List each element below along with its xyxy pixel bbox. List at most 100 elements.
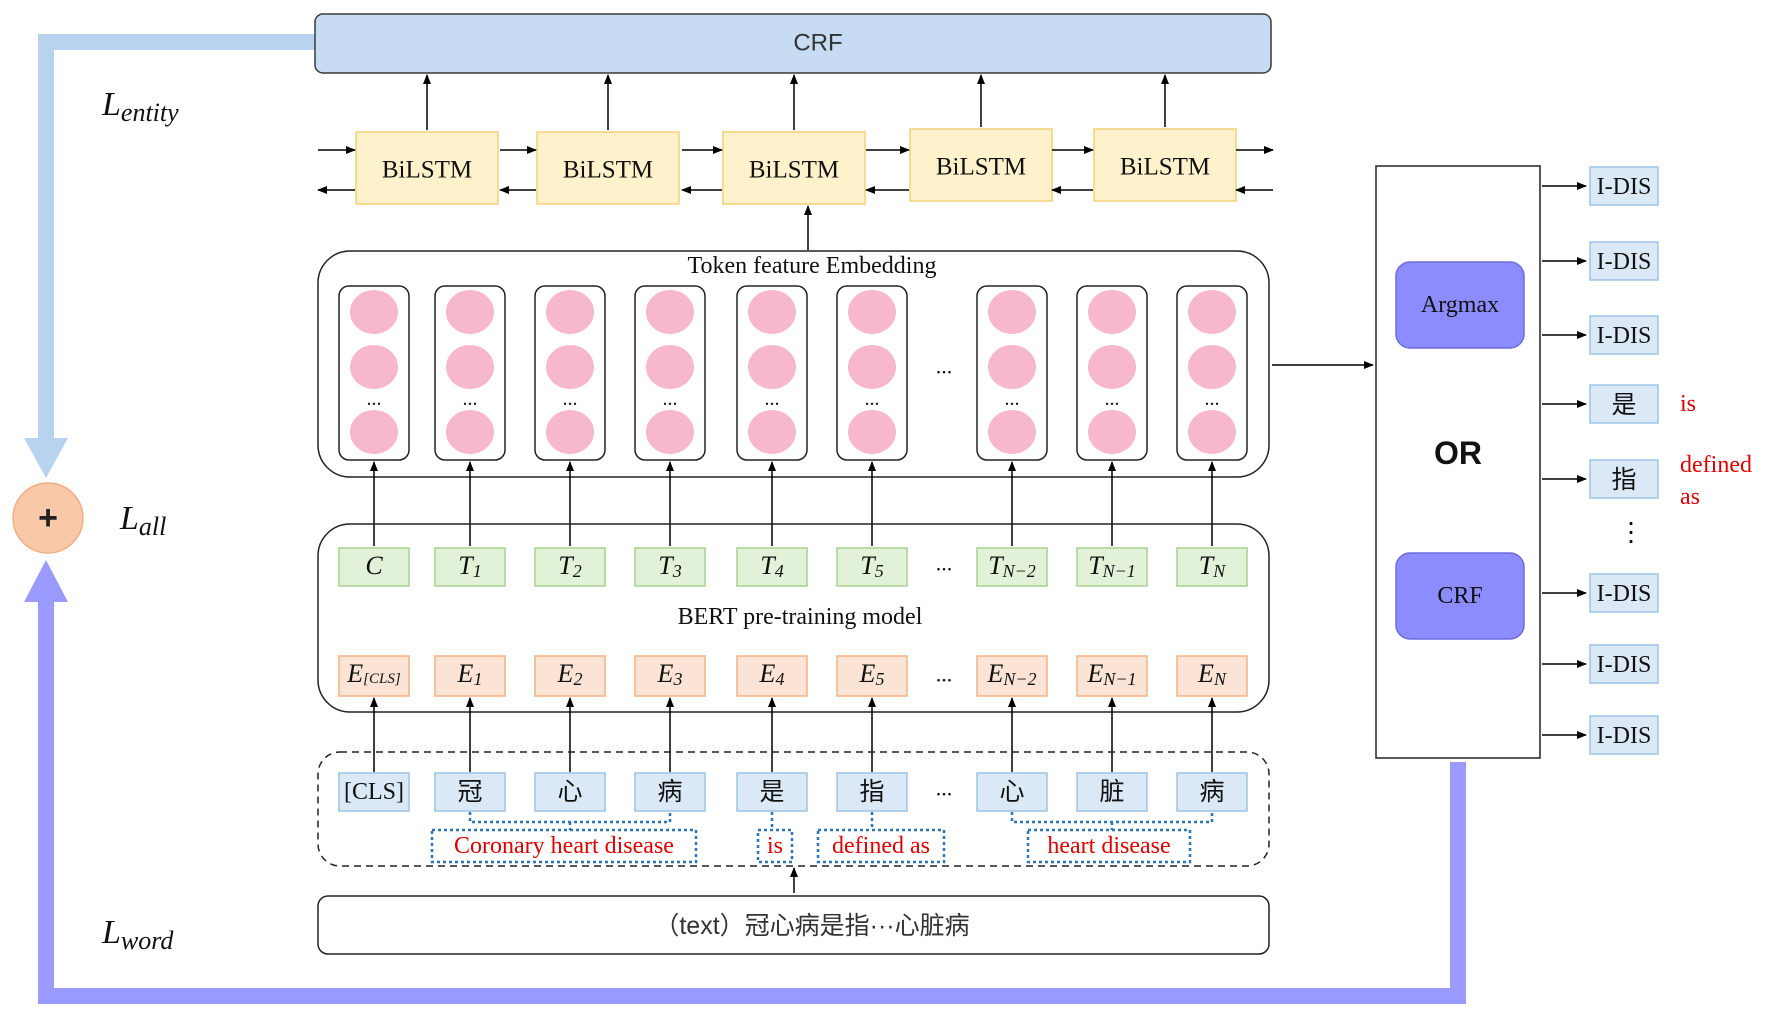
bert-output-tokens: C T1 T2 T3 T4 T5 TN−2 TN−1 TN	[338, 547, 1248, 587]
input-char-box	[434, 772, 506, 812]
t-token-label: C	[365, 551, 383, 580]
char-gap-dots: ...	[936, 776, 953, 801]
input-char-box	[1076, 772, 1148, 812]
decision-crf-label: CRF	[1437, 583, 1482, 609]
output-label: I-DIS	[1597, 249, 1652, 275]
embedding-node	[646, 345, 694, 389]
embedding-node	[988, 290, 1036, 334]
bilstm-cell	[909, 128, 1053, 202]
bilstm-label: BiLSTM	[563, 157, 653, 184]
input-char-label: 冠	[457, 778, 482, 806]
output-label-box	[1589, 644, 1659, 684]
t-token-label: TN	[1199, 551, 1226, 582]
t-token-box	[976, 547, 1048, 587]
input-char-label: 指	[859, 778, 884, 806]
embedding-node	[350, 290, 398, 334]
bert-block	[317, 523, 1270, 713]
e-token-box	[1176, 655, 1248, 697]
embedding-node	[748, 345, 796, 389]
embedding-block	[317, 250, 1270, 478]
input-char-label: 病	[657, 778, 682, 806]
t-token-label: T3	[658, 551, 681, 582]
embedding-column-dots: ...	[865, 388, 880, 410]
t-token-label: T4	[760, 551, 783, 582]
input-char-label: 脏	[1099, 778, 1124, 806]
t-token-label: TN−2	[988, 551, 1036, 582]
t-token-label: T2	[558, 551, 581, 582]
input-char-label: 病	[1199, 778, 1224, 806]
e-token-box	[338, 655, 410, 697]
e-token-box	[736, 655, 808, 697]
embedding-node	[546, 290, 594, 334]
t-token-box	[338, 547, 410, 587]
embedding-node	[1188, 345, 1236, 389]
bilstm-cell	[355, 131, 499, 205]
embedding-column-dots: ...	[1005, 388, 1020, 410]
output-label: 指	[1611, 466, 1636, 494]
t-token-box	[634, 547, 706, 587]
input-char-box	[338, 772, 410, 812]
e-token-box	[976, 655, 1048, 697]
e-token-box	[1076, 655, 1148, 697]
decision-crf-box	[1395, 552, 1525, 640]
embedding-node	[350, 345, 398, 389]
e-token-box	[434, 655, 506, 697]
embedding-column-dots: ...	[1205, 388, 1220, 410]
input-char-label: 心	[999, 778, 1024, 806]
bilstm-cell	[722, 131, 866, 205]
output-label: 是	[1611, 391, 1636, 419]
t-token-box	[736, 547, 808, 587]
bilstm-label: BiLSTM	[936, 154, 1026, 181]
embedding-node	[848, 290, 896, 334]
word-loss-arrow	[38, 600, 1466, 1004]
embedding-node	[446, 345, 494, 389]
e-gap-dots: ...	[936, 662, 953, 687]
output-label-box	[1589, 573, 1659, 613]
embedding-column-dots: ...	[765, 388, 780, 410]
embedding-node	[446, 290, 494, 334]
embedding-node	[446, 410, 494, 454]
input-char-box	[736, 772, 808, 812]
embedding-node	[848, 345, 896, 389]
embedding-node	[646, 410, 694, 454]
top-crf-box	[314, 13, 1272, 74]
output-label-box	[1589, 241, 1659, 281]
entity-loss-arrow	[38, 34, 315, 440]
input-char-box	[634, 772, 706, 812]
bilstm-label: BiLSTM	[1120, 154, 1210, 181]
embedding-node	[646, 290, 694, 334]
input-char-block	[317, 751, 1270, 867]
e-token-box	[634, 655, 706, 697]
t-token-label: T1	[458, 551, 481, 582]
embedding-node	[546, 345, 594, 389]
output-label-box	[1589, 459, 1659, 499]
or-label: OR	[1434, 435, 1482, 471]
argmax-box	[1395, 261, 1525, 349]
output-label: I-DIS	[1597, 174, 1652, 200]
embedding-columns: ...........................	[338, 285, 1248, 546]
t-token-label: T5	[860, 551, 883, 582]
embedding-node	[748, 410, 796, 454]
bilstm-label: BiLSTM	[382, 157, 472, 184]
input-char-box	[976, 772, 1048, 812]
output-label: I-DIS	[1597, 652, 1652, 678]
translation-heart-disease: heart disease	[1047, 833, 1170, 859]
top-crf-label: CRF	[793, 30, 842, 57]
embedding-node	[1188, 290, 1236, 334]
input-char-label: 是	[759, 778, 784, 806]
embedding-node	[988, 410, 1036, 454]
e-token-label: E3	[657, 659, 683, 690]
output-label: I-DIS	[1597, 723, 1652, 749]
text-input-box	[317, 895, 1270, 955]
input-char-row: [CLS]冠心病是指心脏病	[338, 772, 1248, 812]
e-token-label: E5	[859, 659, 885, 690]
t-token-label: TN−1	[1088, 551, 1136, 582]
e-token-box	[836, 655, 908, 697]
output-label-box	[1589, 715, 1659, 755]
embedding-node	[848, 410, 896, 454]
embedding-node	[1088, 410, 1136, 454]
